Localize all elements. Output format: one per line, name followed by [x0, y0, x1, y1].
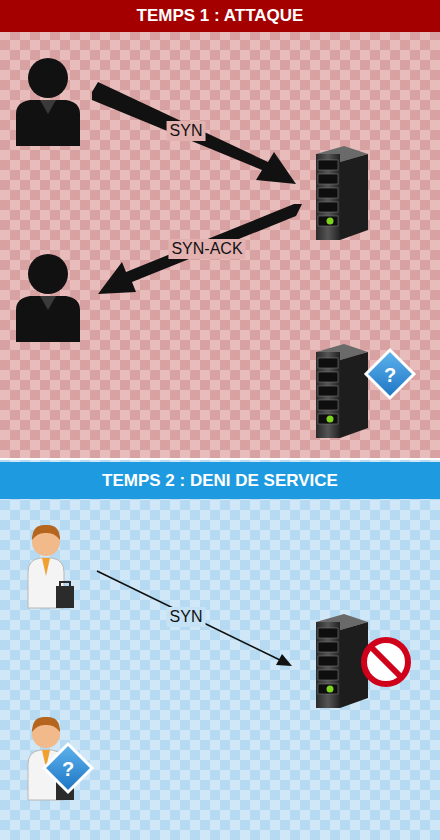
- spoofed-client-figure: [16, 254, 80, 342]
- syn-arrow: [92, 82, 296, 184]
- syn-arrow: [97, 571, 292, 666]
- user-figure: [28, 525, 74, 608]
- time-panel: TEMPS 1 : ATTAQUE: [0, 0, 440, 458]
- server-icon: [316, 614, 368, 708]
- signal-label: SYN: [167, 607, 206, 627]
- signal-label: SYN: [167, 121, 206, 141]
- question-mark: ?: [384, 365, 396, 385]
- attacker-figure: [16, 58, 80, 146]
- time-panel: TEMPS 2 : DENI DE SERVICE: [0, 462, 440, 840]
- forbidden-sign: [364, 640, 408, 684]
- server-icon: [316, 146, 368, 240]
- panel-heading: TEMPS 2 : DENI DE SERVICE: [0, 462, 440, 499]
- blue-ground: [0, 460, 440, 840]
- panel-heading: TEMPS 1 : ATTAQUE: [0, 0, 440, 32]
- pink-ground: [0, 0, 440, 458]
- server-icon: [316, 344, 368, 438]
- signal-label: SYN-ACK: [168, 239, 245, 259]
- question-diamond: [366, 350, 414, 398]
- question-mark: ?: [62, 759, 74, 779]
- panel-separator: [0, 458, 440, 460]
- question-diamond: [44, 744, 92, 792]
- syn-ack-arrow: [98, 204, 302, 294]
